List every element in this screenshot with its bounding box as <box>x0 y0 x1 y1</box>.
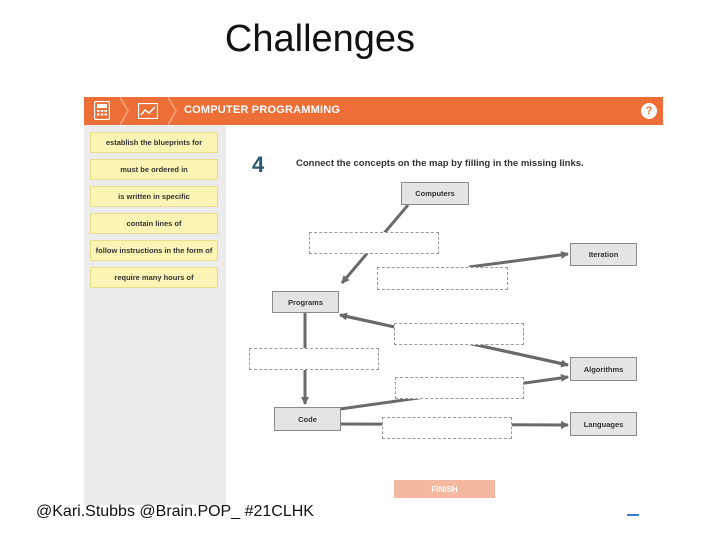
app-screenshot: COMPUTER PROGRAMMING ? establish the blu… <box>84 97 663 505</box>
node-languages: Languages <box>570 412 637 436</box>
finish-button[interactable]: FINISH <box>394 480 495 498</box>
node-computers: Computers <box>401 182 469 205</box>
slide-title: Challenges <box>224 18 416 60</box>
concept-map-links <box>301 204 569 429</box>
link-chip-written[interactable]: is written in specific <box>90 186 218 207</box>
node-programs: Programs <box>272 291 339 313</box>
chart-icon[interactable] <box>138 103 158 119</box>
link-computers-iteration <box>468 250 569 269</box>
link-phrase-sidebar: establish the blueprints for must be ord… <box>84 125 226 505</box>
breadcrumb-separator-icon <box>119 97 129 125</box>
breadcrumb-separator-icon <box>167 97 177 125</box>
link-chip-instructions[interactable]: follow instructions in the form of <box>90 240 218 261</box>
link-chip-lines[interactable]: contain lines of <box>90 213 218 234</box>
node-iteration: Iteration <box>570 243 637 266</box>
app-header: COMPUTER PROGRAMMING ? <box>84 97 663 125</box>
node-code: Code <box>274 407 341 431</box>
node-algorithms: Algorithms <box>570 357 637 381</box>
link-drop-slot[interactable] <box>309 232 439 254</box>
link-drop-slot[interactable] <box>249 348 379 370</box>
link-drop-slot[interactable] <box>394 323 524 345</box>
slide-footer: @Kari.Stubbs @Brain.POP_ #21CLHK <box>36 503 314 520</box>
help-icon[interactable]: ? <box>641 103 657 119</box>
link-drop-slot[interactable] <box>377 267 508 290</box>
calculator-icon[interactable] <box>94 101 110 120</box>
link-drop-slot[interactable] <box>382 417 512 439</box>
step-number: 4 <box>252 152 265 177</box>
header-title: COMPUTER PROGRAMMING <box>184 104 341 116</box>
link-drop-slot[interactable] <box>395 377 524 399</box>
link-chip-ordered[interactable]: must be ordered in <box>90 159 218 180</box>
link-chip-hours[interactable]: require many hours of <box>90 267 218 288</box>
slide-accent-mark <box>627 514 639 516</box>
instruction-text: Connect the concepts on the map by filli… <box>296 158 584 169</box>
link-chip-blueprints[interactable]: establish the blueprints for <box>90 132 218 153</box>
